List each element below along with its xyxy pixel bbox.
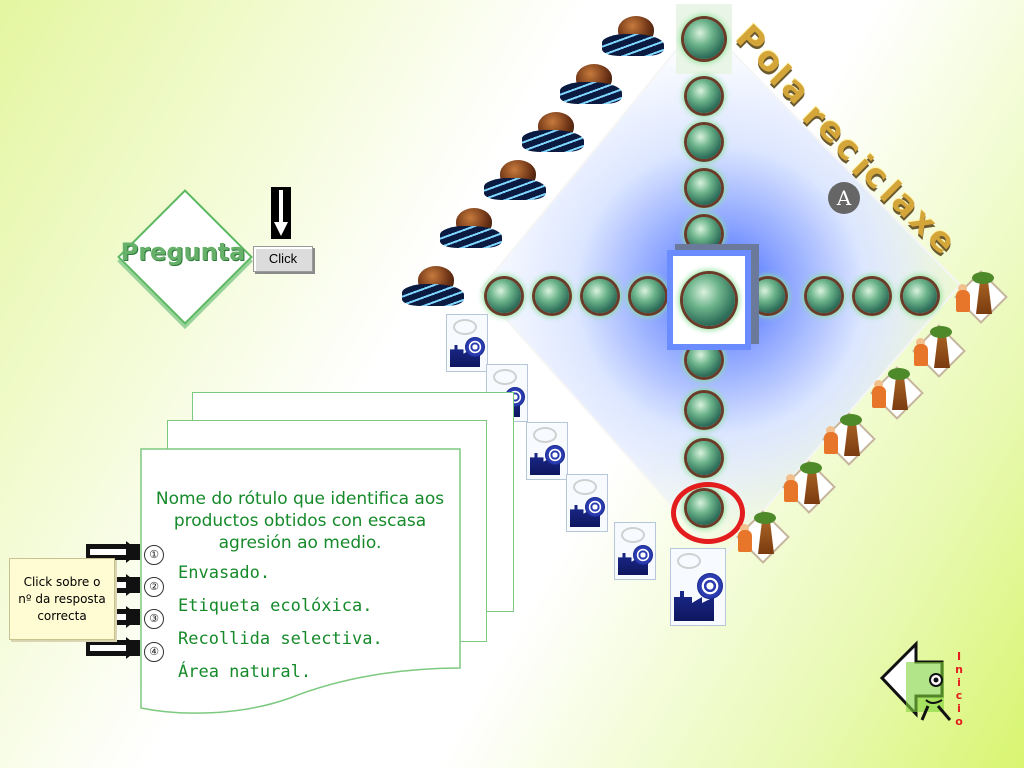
oil-spill-icon	[522, 112, 584, 152]
globe-in-hands-icon	[676, 4, 732, 74]
globe-in-hands-icon	[532, 276, 572, 316]
question-text: Nome do rótulo que identifica aos produc…	[155, 489, 445, 553]
hint-text: Click sobre o nº da resposta correcta	[18, 574, 106, 623]
option-label-3: Recollida selectiva.	[178, 629, 383, 649]
tree-cutting-icon	[954, 270, 1008, 324]
factory-pollution-icon	[526, 422, 568, 480]
globe-in-hands-icon	[580, 276, 620, 316]
paper-sheet-front	[140, 448, 461, 714]
option-arrow-icon	[86, 637, 140, 659]
factory-pollution-icon	[614, 522, 656, 580]
hint-box: Click sobre o nº da resposta correcta	[9, 558, 115, 640]
option-label-4: Área natural.	[178, 662, 312, 682]
factory-pollution-icon	[446, 314, 488, 372]
highlight-ring	[671, 482, 745, 544]
globe-in-hands-icon	[804, 276, 844, 316]
home-button[interactable]	[879, 640, 970, 724]
center-globe-frame	[667, 250, 751, 350]
globe-in-hands-icon	[684, 122, 724, 162]
pregunta-label: Pregunta	[120, 238, 246, 266]
factory-pollution-icon	[670, 548, 726, 626]
home-label-letter: c	[955, 689, 963, 702]
globe-in-hands-icon	[900, 276, 940, 316]
globe-in-hands-icon	[684, 214, 724, 254]
option-number-3[interactable]: ③	[144, 609, 164, 629]
home-label-letter: n	[955, 663, 963, 676]
globe-in-hands-icon	[683, 274, 735, 326]
globe-in-hands-icon	[684, 390, 724, 430]
home-label-letter: i	[957, 702, 961, 715]
back-arrow-character-icon	[879, 640, 952, 721]
option-number-2[interactable]: ②	[144, 577, 164, 597]
oil-spill-icon	[484, 160, 546, 200]
home-label-letter: I	[956, 650, 962, 663]
home-label-letter: o	[955, 715, 963, 728]
tree-cutting-icon	[822, 412, 876, 466]
click-button[interactable]: Click	[253, 246, 313, 272]
option-number-1[interactable]: ①	[144, 545, 164, 565]
option-label-2: Etiqueta ecolóxica.	[178, 596, 373, 616]
oil-spill-icon	[402, 266, 464, 306]
option-number-4[interactable]: ④	[144, 642, 164, 662]
factory-pollution-icon	[566, 474, 608, 532]
oil-spill-icon	[440, 208, 502, 248]
globe-in-hands-icon	[684, 76, 724, 116]
oil-spill-icon	[560, 64, 622, 104]
oil-spill-icon	[602, 16, 664, 56]
globe-in-hands-icon	[684, 438, 724, 478]
cursor-icon: A	[828, 182, 860, 214]
globe-in-hands-icon	[484, 276, 524, 316]
tree-cutting-icon	[912, 324, 966, 378]
tree-cutting-icon	[782, 460, 836, 514]
globe-in-hands-icon	[748, 276, 788, 316]
globe-in-hands-icon	[684, 168, 724, 208]
globe-in-hands-icon	[628, 276, 668, 316]
tree-cutting-icon	[736, 510, 790, 564]
tree-cutting-icon	[870, 366, 924, 420]
option-arrow-icon	[86, 541, 140, 563]
option-label-1: Envasado.	[178, 563, 271, 583]
down-arrow-icon	[271, 187, 291, 239]
home-label-letter: i	[957, 676, 961, 689]
globe-in-hands-icon	[852, 276, 892, 316]
diamond-outline	[480, 20, 960, 560]
pregunta-badge: Pregunta	[116, 188, 253, 326]
